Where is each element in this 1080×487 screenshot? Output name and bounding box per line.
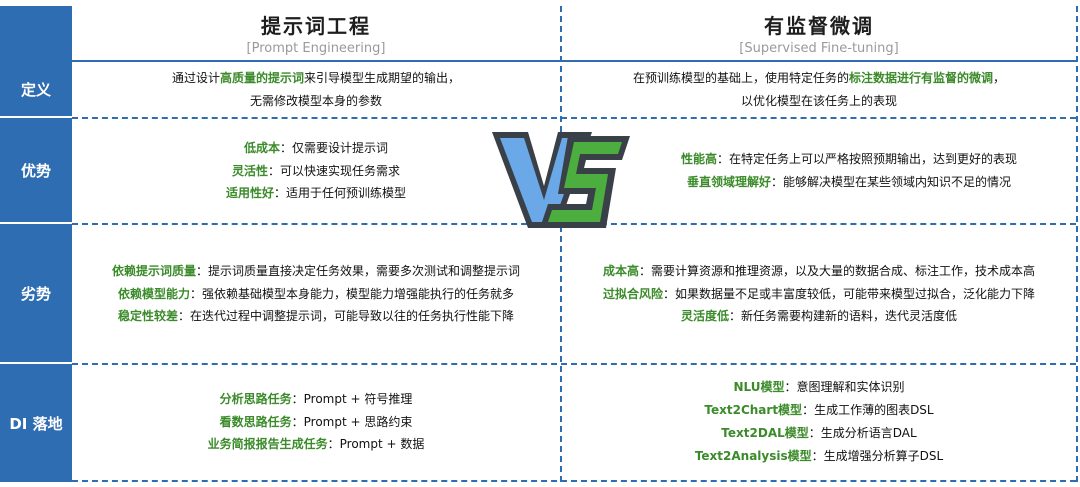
cell-line: 业务简报报告生成任务：Prompt + 数据: [208, 433, 425, 456]
highlight-text: 灵活性: [231, 163, 268, 178]
row-divider: [72, 363, 1076, 365]
highlight-text: 灵活度低: [680, 309, 729, 324]
row-label-disadvantages: 劣势: [0, 224, 72, 364]
line-text: ：Prompt + 思路约束: [291, 414, 413, 429]
highlight-text: 过拟合风险: [602, 286, 663, 301]
cell-line: 垂直领域理解好：能够解决模型在某些领域内知识不足的情况: [687, 171, 1011, 194]
header-corner: [0, 6, 72, 62]
line-text: ：需要计算资源和推理资源，以及大量的数据合成、标注工作，技术成本高: [639, 263, 1036, 278]
highlight-text: Text2Analysis模型: [694, 448, 812, 463]
cell-disadvantages-right: 成本高：需要计算资源和推理资源，以及大量的数据合成、标注工作，技术成本高过拟合风…: [562, 224, 1076, 364]
cell-line: NLU模型：意图理解和实体识别: [733, 376, 904, 399]
line-text: ：仅需要设计提示词: [280, 140, 389, 155]
cell-di-left: 分析思路任务：Prompt + 符号推理看数思路任务：Prompt + 思路约束…: [72, 364, 560, 480]
cell-line: 看数思路任务：Prompt + 思路约束: [220, 411, 413, 434]
right-subtitle: [Supervised Fine-tuning]: [739, 41, 899, 56]
highlight-text: 分析思路任务: [219, 391, 292, 406]
cell-line: 低成本：仅需要设计提示词: [244, 137, 388, 160]
cell-line: Text2DAL模型：生成分析语言DAL: [721, 422, 916, 445]
line-text: ：强依赖基础模型本身能力，模型能力增强能执行的任务就多: [190, 286, 515, 301]
line-text: ：在迭代过程中调整提示词，可能导致以往的任务执行性能下降: [178, 309, 515, 324]
highlight-text: Text2Chart模型: [704, 403, 803, 418]
highlight-text: 稳定性较差: [117, 309, 178, 324]
left-title: 提示词工程: [261, 14, 371, 38]
row-label-definition: 定义: [0, 62, 72, 118]
cell-definition-left: 通过设计高质量的提示词来引导模型生成期望的输出， 无需修改模型本身的参数: [72, 62, 560, 118]
row-label-di-landing: DI 落地: [0, 364, 72, 482]
line-text: ：适用于任何预训练模型: [274, 186, 407, 201]
cell-line: 无需修改模型本身的参数: [250, 90, 382, 113]
highlight-text: 依赖提示词质量: [111, 263, 196, 278]
cell-line: 灵活性：可以快速实现任务需求: [232, 160, 400, 183]
line-text: 来引导模型生成期望的输出，: [304, 71, 461, 86]
cell-line: Text2Analysis模型：生成增强分析算子DSL: [695, 445, 943, 468]
row-label-advantages: 优势: [0, 118, 72, 224]
cell-advantages-right: 性能高：在特定任务上可以严格按照预期输出，达到更好的表现垂直领域理解好：能够解决…: [562, 118, 1076, 224]
line-text: ：在特定任务上可以严格按照预期输出，达到更好的表现: [717, 152, 1018, 167]
line-text: ：生成工作薄的图表DSL: [802, 403, 934, 418]
cell-line: 成本高：需要计算资源和推理资源，以及大量的数据合成、标注工作，技术成本高: [603, 260, 1035, 283]
line-text: 无需修改模型本身的参数: [249, 94, 382, 108]
cell-line: 灵活度低：新任务需要构建新的语料，迭代灵活度低: [681, 305, 957, 328]
highlight-text: 垂直领域理解好: [686, 175, 771, 189]
highlight-text: 依赖模型能力: [117, 286, 190, 301]
vs-icon: [492, 132, 630, 228]
highlight-text: 业务简报报告生成任务: [207, 437, 328, 452]
line-text: ：生成增强分析算子DSL: [811, 448, 944, 463]
line-text: 通过设计: [171, 71, 220, 86]
highlight-text: 性能高: [680, 152, 717, 167]
left-subtitle: [Prompt Engineering]: [246, 41, 386, 56]
line-text: ：提示词质量直接决定任务效果，需要多次测试和调整提示词: [196, 263, 521, 278]
line-text: ：Prompt + 符号推理: [291, 391, 413, 406]
highlight-text: 低成本: [243, 140, 280, 155]
row-divider: [72, 117, 1076, 119]
line-text: 以优化模型在该任务上的表现: [740, 94, 897, 108]
highlight-text: NLU模型: [733, 380, 785, 395]
highlight-text: 成本高: [602, 263, 639, 278]
highlight-text: 看数思路任务: [219, 414, 292, 429]
cell-line: Text2Chart模型：生成工作薄的图表DSL: [704, 399, 933, 422]
highlight-text: Text2DAL模型: [721, 426, 809, 440]
line-text: ：可以快速实现任务需求: [268, 163, 401, 178]
cell-line: 通过设计高质量的提示词来引导模型生成期望的输出，: [172, 67, 460, 90]
right-title: 有监督微调: [764, 14, 874, 38]
cell-line: 稳定性较差：在迭代过程中调整提示词，可能导致以往的任务执行性能下降: [118, 305, 514, 328]
cell-line: 性能高：在特定任务上可以严格按照预期输出，达到更好的表现: [681, 148, 1017, 171]
line-text: ：新任务需要构建新的语料，迭代灵活度低: [729, 309, 958, 324]
cell-definition-right: 在预训练模型的基础上，使用特定任务的标注数据进行有监督的微调， 以优化模型在该任务…: [562, 62, 1076, 118]
cell-line: 依赖提示词质量：提示词质量直接决定任务效果，需要多次测试和调整提示词: [112, 260, 520, 283]
line-text: 在预训练模型的基础上，使用特定任务的: [632, 71, 849, 86]
bottom-border: [72, 480, 1076, 482]
header-supervised-fine-tuning: 有监督微调 [Supervised Fine-tuning]: [562, 6, 1076, 62]
line-text: ：能够解决模型在某些领域内知识不足的情况: [771, 175, 1012, 189]
highlight-text: 适用性好: [225, 186, 274, 201]
right-border: [1076, 6, 1078, 482]
cell-line: 适用性好：适用于任何预训练模型: [226, 182, 406, 205]
header-prompt-engineering: 提示词工程 [Prompt Engineering]: [72, 6, 560, 62]
cell-line: 依赖模型能力：强依赖基础模型本身能力，模型能力增强能执行的任务就多: [118, 283, 514, 306]
cell-line: 分析思路任务：Prompt + 符号推理: [220, 388, 413, 411]
line-text: ：意图理解和实体识别: [784, 380, 905, 395]
highlight-text: 标注数据进行有监督的微调: [848, 71, 993, 86]
cell-line: 以优化模型在该任务上的表现: [741, 90, 897, 113]
column-divider: [560, 6, 562, 482]
line-text: ：Prompt + 数据: [327, 437, 425, 452]
line-text: ：如果数据量不足或丰富度较低，可能带来模型过拟合，泛化能力下降: [663, 286, 1036, 301]
line-text: ，: [993, 71, 1006, 86]
cell-disadvantages-left: 依赖提示词质量：提示词质量直接决定任务效果，需要多次测试和调整提示词依赖模型能力…: [72, 224, 560, 364]
highlight-text: 高质量的提示词: [219, 71, 304, 86]
cell-line: 在预训练模型的基础上，使用特定任务的标注数据进行有监督的微调，: [633, 67, 1005, 90]
line-text: ：生成分析语言DAL: [808, 426, 917, 440]
cell-advantages-left: 低成本：仅需要设计提示词灵活性：可以快速实现任务需求适用性好：适用于任何预训练模…: [72, 118, 560, 224]
cell-line: 过拟合风险：如果数据量不足或丰富度较低，可能带来模型过拟合，泛化能力下降: [603, 283, 1035, 306]
